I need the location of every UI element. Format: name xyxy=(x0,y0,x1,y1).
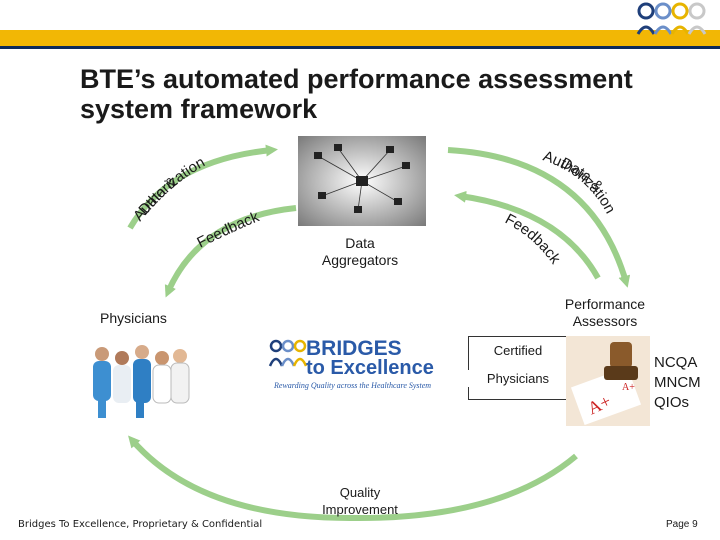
assessor-org-mncm: MNCM xyxy=(654,374,701,391)
arrow-data-auth-right xyxy=(447,147,631,288)
footer-page-number: Page 9 xyxy=(666,519,698,530)
assessor-org-ncqa: NCQA xyxy=(654,354,698,371)
arrow-quality-improvement xyxy=(128,435,578,522)
top-accent-bar xyxy=(0,30,720,46)
bte-figures-icon xyxy=(268,339,308,367)
svg-text:A+: A+ xyxy=(622,382,635,393)
arrow-feedback-right xyxy=(454,190,601,280)
arrow-data-auth-left xyxy=(127,144,278,230)
network-devices-image xyxy=(298,136,426,226)
aggregators-label: Data Aggregators xyxy=(300,235,420,269)
bte-logo-tagline: Rewarding Quality across the Healthcare … xyxy=(274,381,432,390)
top-accent-line xyxy=(0,46,720,49)
assessor-org-qios: QIOs xyxy=(654,394,690,411)
bte-logo-line2: to Excellence xyxy=(306,357,434,379)
data-auth-left-line2: Authorization xyxy=(130,154,208,225)
footer-confidential: Bridges To Excellence, Proprietary & Con… xyxy=(18,519,263,530)
quality-line-2: Improvement xyxy=(322,502,398,517)
assessors-label: Performance Assessors xyxy=(540,296,670,330)
title-line-2: system framework xyxy=(80,94,318,124)
page-title: BTE’s automated performance assessment s… xyxy=(80,64,680,124)
certified-label: Certified xyxy=(493,343,543,358)
bte-logo-line1: BRIDGES xyxy=(306,337,402,360)
assessment-stamp-photo: A+ A+ xyxy=(566,336,650,426)
physicians-label: Physicians xyxy=(100,310,167,326)
certified-physicians-box xyxy=(468,336,568,400)
title-line-1: BTE’s automated performance assessment xyxy=(80,64,633,94)
feedback-left-label: Feedback xyxy=(194,208,262,251)
bte-people-logo-icon xyxy=(636,2,707,35)
aggregators-line-1: Data xyxy=(345,235,375,251)
arrow-feedback-left xyxy=(164,205,297,298)
certified-physicians-label: Physicians xyxy=(466,370,570,387)
physicians-photo xyxy=(84,336,196,420)
quality-improvement-label: Quality Improvement xyxy=(300,484,420,518)
quality-line-1: Quality xyxy=(339,485,381,500)
assessors-line-1: Performance xyxy=(564,296,646,312)
assessor-orgs: NCQA MNCM QIOs xyxy=(654,353,701,413)
aggregators-line-2: Aggregators xyxy=(321,252,399,268)
assessors-line-2: Assessors xyxy=(572,313,638,329)
